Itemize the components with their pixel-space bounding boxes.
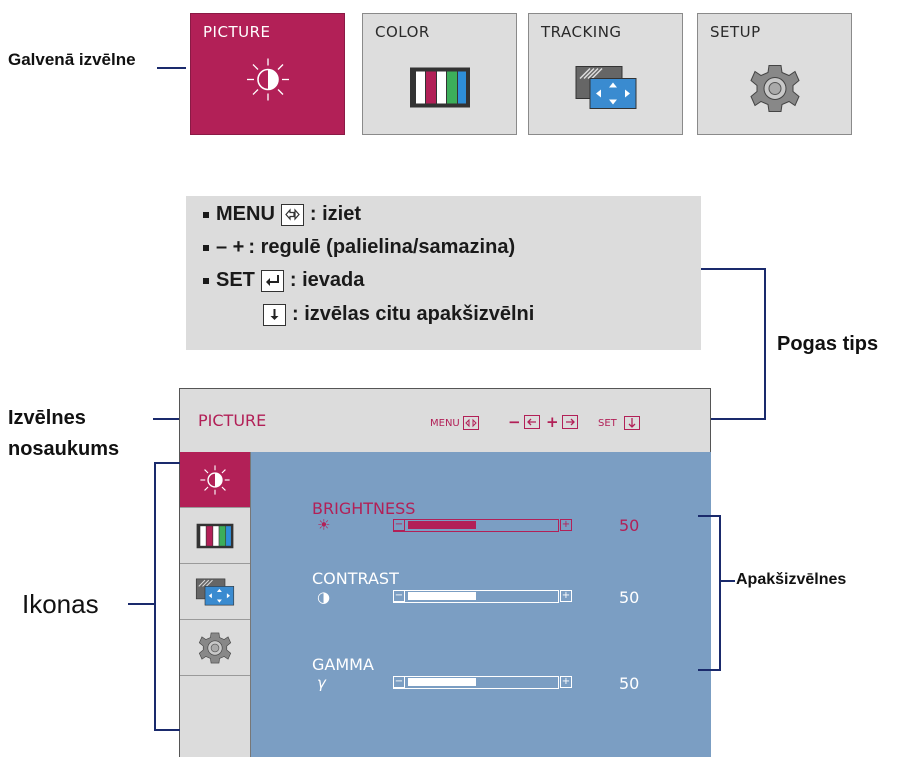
tip-key-set: SET [216,269,255,291]
side-tab-color[interactable] [180,508,250,564]
contrast-icon: ◑ [317,588,331,606]
icons-callout-line [128,603,155,605]
tracking-icon [195,578,235,605]
button-tips-callout-line [764,268,766,420]
color-bars-icon [196,523,234,548]
contrast-slider[interactable]: − + [393,590,572,603]
hint-minus-label: − [508,413,521,431]
submenu-bracket [719,515,721,671]
gamma-slider-fill [408,678,476,686]
gamma-icon: γ [317,674,326,692]
brightness-icon [200,464,230,495]
gamma-slider[interactable]: − + [393,676,572,689]
submenu-callout-line [719,580,735,582]
plus-icon: + [560,519,572,531]
exit-icon [280,203,304,226]
exit-icon [462,416,479,430]
contrast-slider-fill [408,592,476,600]
brightness-slider-fill [408,521,476,529]
gear-icon [198,632,232,663]
icons-bracket [154,462,156,731]
tip-text-set: : ievada [289,269,365,291]
menu-title-callout-line [153,418,179,420]
tip-text-menu: : iziet [309,203,362,225]
side-tab-tracking[interactable] [180,564,250,620]
submenu-bracket [698,515,720,517]
tip-row-menu: MENU : iziet [203,203,361,226]
tip-text-next: : izvēlas citu apakšizvēlni [292,303,535,325]
hint-plus: + [546,413,578,431]
bullet [203,211,209,218]
tip-key-adjust: – + [216,236,245,258]
contrast-label: CONTRAST [312,569,399,588]
button-tips-callout-line [711,418,766,420]
gamma-label: GAMMA [312,655,374,674]
hint-menu: MENU [430,416,479,430]
icons-callout: Ikonas [22,589,99,619]
tab-tracking-label: TRACKING [541,23,622,41]
menu-title-callout: Izvēlnes nosaukums [8,407,120,460]
tab-tracking[interactable]: TRACKING [528,13,683,135]
left-arrow-icon [523,415,540,429]
minus-icon: − [393,676,405,688]
tab-color-label: COLOR [375,23,430,41]
hint-plus-label: + [546,413,559,431]
hint-set-label: SET [598,417,617,429]
brightness-slider[interactable]: − + [393,519,572,532]
sun-icon: ☀ [317,516,331,534]
tracking-icon [574,65,638,116]
brightness-icon [245,57,291,108]
minus-icon: − [393,590,405,602]
color-bars-icon [409,67,471,114]
hint-minus: − [508,413,540,431]
osd-submenu-panel: BRIGHTNESS ☀ − + 50 CONTRAST ◑ − + 50 GA… [251,452,711,757]
hint-set: SET [598,416,640,430]
gamma-value: 50 [619,674,640,693]
osd-window: PICTURE MENU − + SET [179,388,711,757]
down-arrow-icon [623,416,640,430]
side-tab-picture[interactable] [180,452,250,508]
tab-color[interactable]: COLOR [362,13,517,135]
osd-title: PICTURE [198,411,267,430]
tip-row-adjust: – + : regulē (palielina/samazina) [203,236,515,259]
main-menu-callout-line [157,67,186,69]
submenu-bracket [698,669,720,671]
submenu-callout: Apakšizvēlnes [736,571,847,588]
tip-row-next: : izvēlas citu apakšizvēlni [263,303,534,326]
button-tips-callout-line [701,268,765,270]
plus-icon: + [560,676,572,688]
enter-icon [260,269,284,292]
tip-text-adjust: : regulē (palielina/samazina) [248,236,516,258]
tip-row-set: SET : ievada [203,269,364,292]
bullet [203,244,209,251]
tip-key-menu: MENU [216,203,275,225]
down-arrow-icon [263,303,286,326]
tab-setup[interactable]: SETUP [697,13,852,135]
brightness-value: 50 [619,516,640,535]
brightness-label: BRIGHTNESS [312,499,416,518]
minus-icon: − [393,519,405,531]
tab-setup-label: SETUP [710,23,761,41]
icons-bracket [154,462,180,464]
osd-header: PICTURE MENU − + SET [179,388,711,452]
button-tips-callout: Pogas tips [777,333,879,355]
icons-bracket [154,729,180,731]
plus-icon: + [560,590,572,602]
side-tab-setup[interactable] [180,620,250,676]
right-arrow-icon [561,415,578,429]
tab-picture[interactable]: PICTURE [190,13,345,135]
gear-icon [749,63,801,120]
main-menu-callout: Galvenā izvēlne [8,50,136,69]
contrast-value: 50 [619,588,640,607]
osd-icon-sidebar [179,452,251,757]
tab-picture-label: PICTURE [203,23,271,41]
hint-menu-label: MENU [430,417,460,429]
bullet [203,277,209,284]
